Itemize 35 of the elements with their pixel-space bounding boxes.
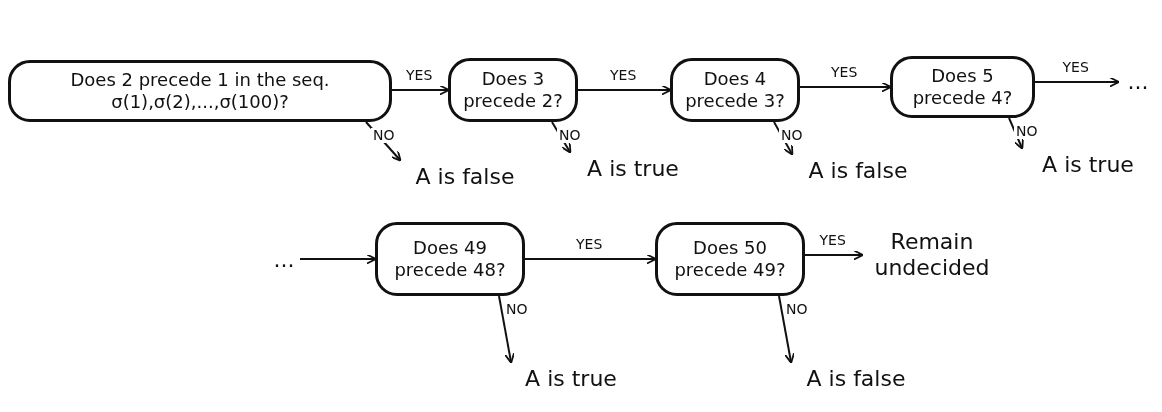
edge-label: NO (1014, 124, 1040, 140)
edge-label: NO (371, 128, 397, 144)
arrow (778, 295, 795, 364)
arrow (1008, 117, 1024, 150)
arrow (524, 253, 657, 265)
outcome-text: A is false (415, 163, 515, 191)
decision-box (670, 58, 800, 122)
decision-box (8, 60, 392, 122)
outcome-text: ... (1127, 68, 1149, 96)
question-text: Does 4 precede 3? (684, 68, 786, 112)
decision-box (890, 56, 1035, 118)
question-text: Does 2 precede 1 in the seq. σ(1),σ(2),...,σ(100)? (69, 69, 331, 113)
outcome-text: ... (273, 246, 295, 274)
arrow (804, 249, 864, 261)
arrow (391, 84, 450, 96)
arrow (577, 84, 672, 96)
decision-box (375, 222, 525, 296)
decision-box (448, 58, 578, 122)
outcome-text: Remain undecided (873, 228, 991, 282)
edge-label: NO (779, 128, 805, 144)
outcome-text: A is true (587, 155, 679, 183)
outcome-text: A is true (1042, 151, 1134, 179)
decision-box (655, 222, 805, 296)
question-text: Does 3 precede 2? (462, 68, 564, 112)
question-text: Does 50 precede 49? (673, 237, 787, 281)
arrow (1034, 76, 1120, 88)
edge-label: NO (557, 128, 583, 144)
arrow (799, 81, 892, 93)
arrow (498, 295, 515, 364)
outcome-text: A is true (525, 365, 617, 393)
question-text: Does 5 precede 4? (911, 65, 1014, 109)
outcome-text: A is false (806, 365, 906, 393)
question-text: Does 49 precede 48? (393, 237, 507, 281)
arrow (299, 253, 377, 265)
outcome-text: A is false (808, 157, 908, 185)
